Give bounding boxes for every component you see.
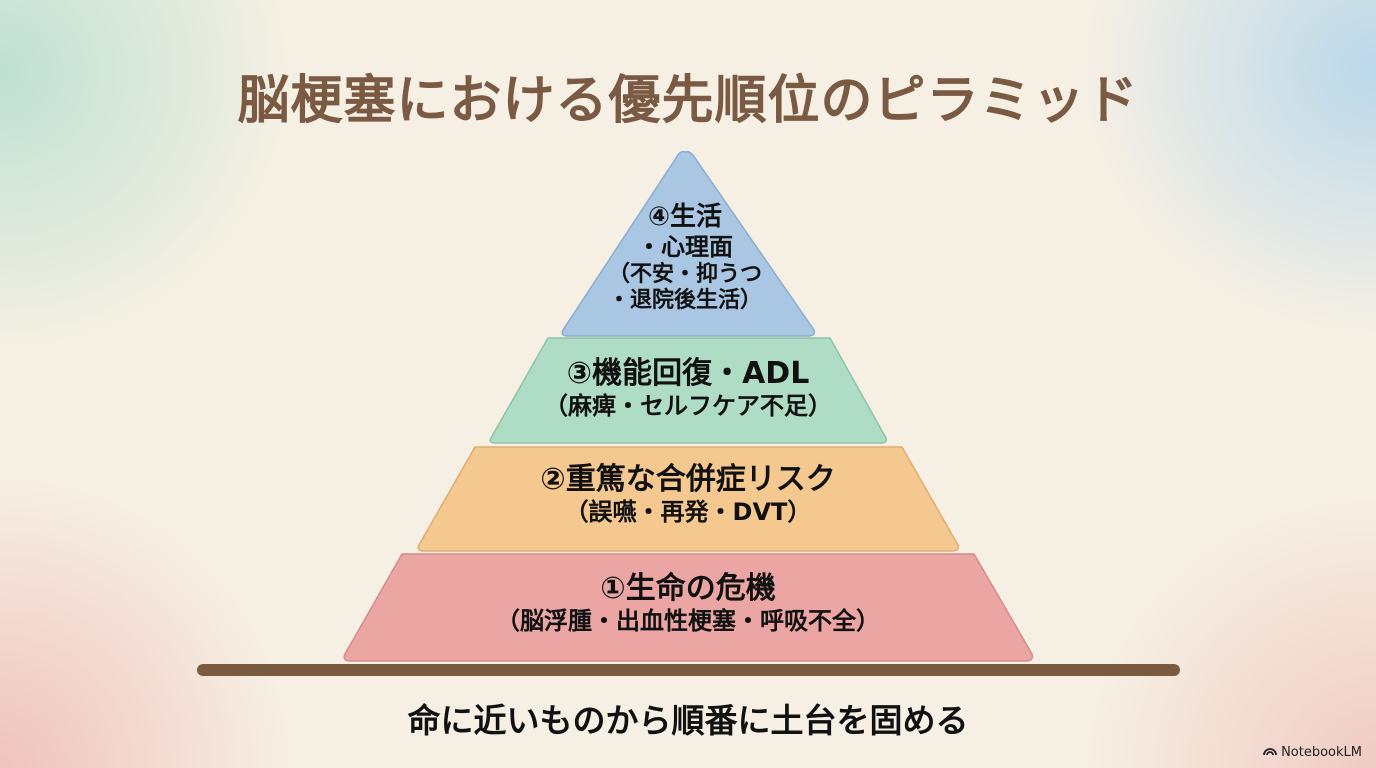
level-3-label: ③機能回復・ADL （麻痺・セルフケア不足） xyxy=(488,356,888,421)
pyramid-level-3 xyxy=(489,337,888,444)
brand-name: NotebookLM xyxy=(1281,744,1362,760)
level-4-title: ④生活 xyxy=(647,202,722,232)
level-3-title: ③機能回復・ADL xyxy=(566,356,810,391)
level-1-title: ①生命の危機 xyxy=(600,571,776,606)
bg-wash-pink-right xyxy=(1076,488,1376,768)
level-1-subtitle: （脳浮腫・出血性梗塞・呼吸不全） xyxy=(496,607,880,635)
bg-wash-teal xyxy=(0,0,300,360)
base-bar xyxy=(197,664,1180,676)
caption: 命に近いものから順番に土台を固める xyxy=(407,701,969,740)
level-2-title: ②重篤な合併症リスク xyxy=(540,462,836,497)
level-4-label: ④生活 ・心理面 （不安・抑うつ ・退院後生活） xyxy=(585,202,785,315)
pyramid-level-2 xyxy=(417,446,960,552)
page-title: 脳梗塞における優先順位のピラミッド xyxy=(237,71,1139,131)
bg-wash-pink-left xyxy=(0,468,300,768)
brand-watermark: NotebookLM xyxy=(1263,744,1362,760)
pyramid-level-1 xyxy=(343,553,1034,662)
level-3-subtitle: （麻痺・セルフケア不足） xyxy=(544,392,832,420)
level-2-subtitle: （誤嚥・再発・DVT） xyxy=(564,498,812,526)
pyramid-level-4 xyxy=(561,150,816,337)
bg-wash-blue xyxy=(1076,0,1376,340)
notebooklm-logo-icon xyxy=(1263,744,1277,760)
level-1-label: ①生命の危機 （脳浮腫・出血性梗塞・呼吸不全） xyxy=(343,571,1033,636)
level-2-label: ②重篤な合併症リスク （誤嚥・再発・DVT） xyxy=(418,462,958,527)
level-4-line-1: ・心理面 xyxy=(637,233,733,262)
level-4-line-2: （不安・抑うつ xyxy=(607,261,762,287)
level-4-line-3: ・退院後生活） xyxy=(607,288,762,314)
